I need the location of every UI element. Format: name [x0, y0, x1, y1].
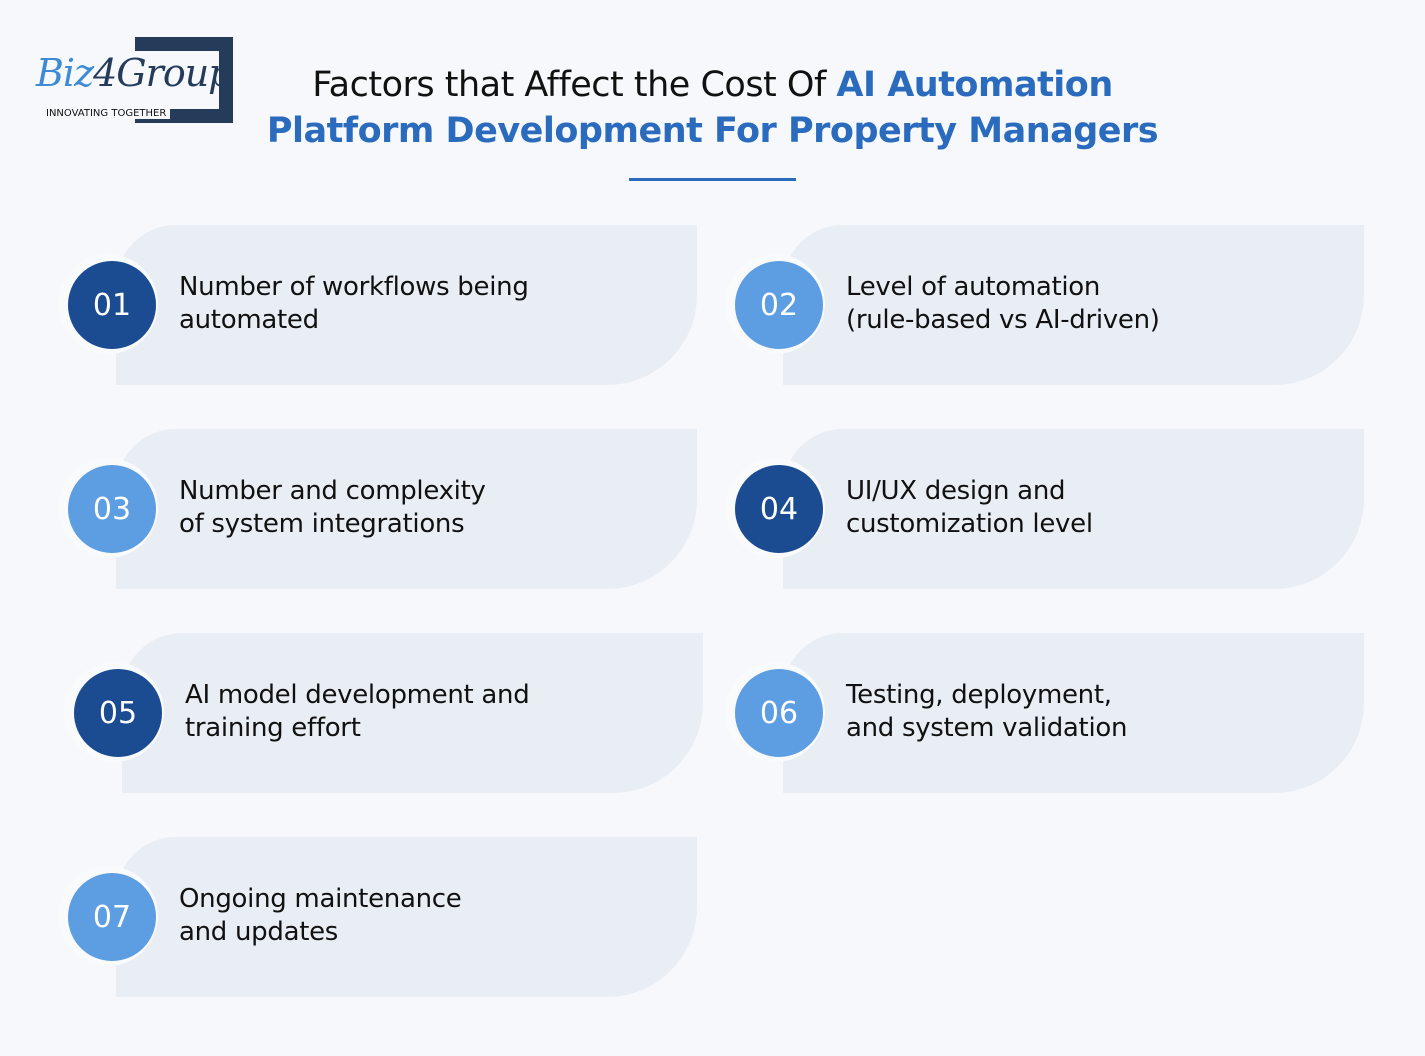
factor-card: 04 UI/UX design and customization level	[725, 429, 1364, 589]
factor-card: 01 Number of workflows being automated	[58, 225, 697, 385]
logo-text-4: 4	[93, 51, 117, 95]
bizgroup-logo: Biz4Group INNOVATING TOGETHER	[30, 37, 235, 125]
factor-number: 05	[74, 669, 162, 757]
card-background	[122, 633, 703, 793]
factor-card: 06 Testing, deployment, and system valida…	[725, 633, 1364, 793]
factor-number: 03	[68, 465, 156, 553]
title-highlight-1: AI Automation	[836, 65, 1113, 105]
factor-number: 07	[68, 873, 156, 961]
logo-wordmark: Biz4Group	[36, 51, 233, 95]
card-background	[783, 429, 1364, 589]
factor-number: 02	[735, 261, 823, 349]
factor-text: Ongoing maintenance and updates	[179, 884, 462, 947]
logo-text-group: Group	[116, 51, 232, 95]
factor-text: AI model development and training effort	[185, 680, 530, 743]
logo-text-biz: Biz	[36, 51, 94, 95]
title-plain: Factors that Affect the Cost Of	[312, 65, 837, 105]
factor-text: UI/UX design and customization level	[846, 476, 1093, 539]
title-underline	[629, 178, 796, 181]
factor-text: Number and complexity of system integrat…	[179, 476, 486, 539]
factor-card: 03 Number and complexity of system integr…	[58, 429, 697, 589]
factor-text: Number of workflows being automated	[179, 272, 529, 335]
factor-number: 04	[735, 465, 823, 553]
card-background	[116, 837, 697, 997]
factor-text: Testing, deployment, and system validati…	[846, 680, 1128, 743]
factor-number: 01	[68, 261, 156, 349]
factor-number: 06	[735, 669, 823, 757]
card-background	[783, 225, 1364, 385]
factor-card: 02 Level of automation (rule-based vs AI-…	[725, 225, 1364, 385]
card-background	[783, 633, 1364, 793]
card-background	[116, 429, 697, 589]
factor-card: 07 Ongoing maintenance and updates	[58, 837, 697, 997]
title-highlight-2: Platform Development For Property Manage…	[266, 111, 1159, 151]
logo-tagline: INNOVATING TOGETHER	[46, 108, 171, 119]
page-title: Factors that Affect the Cost Of AI Autom…	[0, 62, 1425, 154]
card-background	[116, 225, 697, 385]
factor-text: Level of automation (rule-based vs AI-dr…	[846, 272, 1160, 335]
factor-card: 05 AI model development and training effo…	[64, 633, 703, 793]
